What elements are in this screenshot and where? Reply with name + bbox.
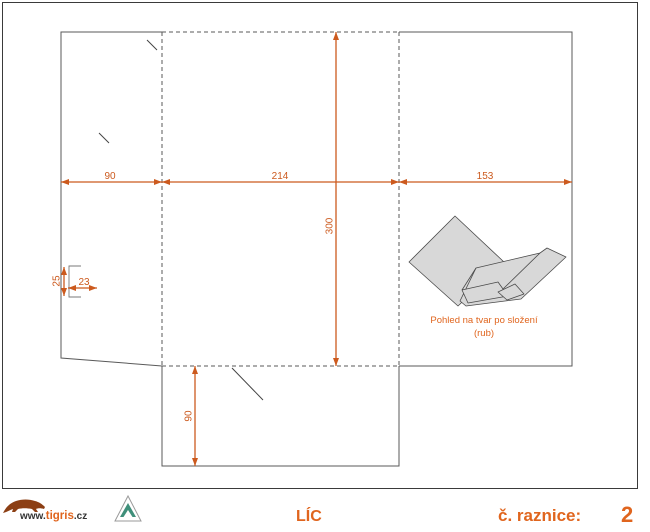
label-bottom-flap: 90 xyxy=(184,410,195,422)
logo-prefix: www. xyxy=(19,511,46,522)
cut-outline xyxy=(60,31,573,467)
dimension-labels: 90 214 153 300 90 25 23 xyxy=(52,171,494,422)
label-notch-horizontal: 23 xyxy=(78,277,90,288)
preview-caption-line1: Pohled na tvar po složení xyxy=(430,315,538,326)
label-left-panel: 90 xyxy=(104,171,116,182)
drawing-frame xyxy=(2,2,638,489)
left-panel-outline xyxy=(60,31,163,367)
label-right-panel: 153 xyxy=(477,171,494,182)
partner-logo-icon xyxy=(114,494,142,522)
side-label: LÍC xyxy=(296,506,322,525)
tigris-logo: www.tigris.cz xyxy=(3,499,87,522)
label-notch-vertical: 25 xyxy=(52,275,63,287)
label-depth: 300 xyxy=(325,217,336,234)
bottom-flap-outline xyxy=(161,366,400,467)
tigris-logo-text: www.tigris.cz xyxy=(19,510,87,522)
label-middle-panel: 214 xyxy=(272,171,289,182)
preview-fold-edge xyxy=(461,267,477,291)
card-notch xyxy=(68,265,81,298)
slit-middle xyxy=(98,132,110,144)
slits xyxy=(98,39,264,401)
logo-suffix: .cz xyxy=(74,511,87,522)
preview-flap-crease xyxy=(502,252,541,290)
slit-bottom-flap xyxy=(231,367,264,401)
footer: www.tigris.cz LÍC č. raznice: 2 xyxy=(3,494,633,527)
right-panel-outline xyxy=(399,31,573,367)
dimension-lines xyxy=(61,32,572,466)
die-number-label: č. raznice: xyxy=(498,506,581,525)
folded-shape-preview: Pohled na tvar po složení (rub) xyxy=(408,215,567,339)
fold-lines xyxy=(161,31,400,367)
tiger-icon xyxy=(3,499,45,513)
die-number: 2 xyxy=(621,502,633,527)
preview-caption-line2: (rub) xyxy=(474,328,494,339)
preview-card-tab xyxy=(497,283,525,301)
slit-top xyxy=(146,39,158,51)
logo-brand: tigris xyxy=(46,510,74,522)
